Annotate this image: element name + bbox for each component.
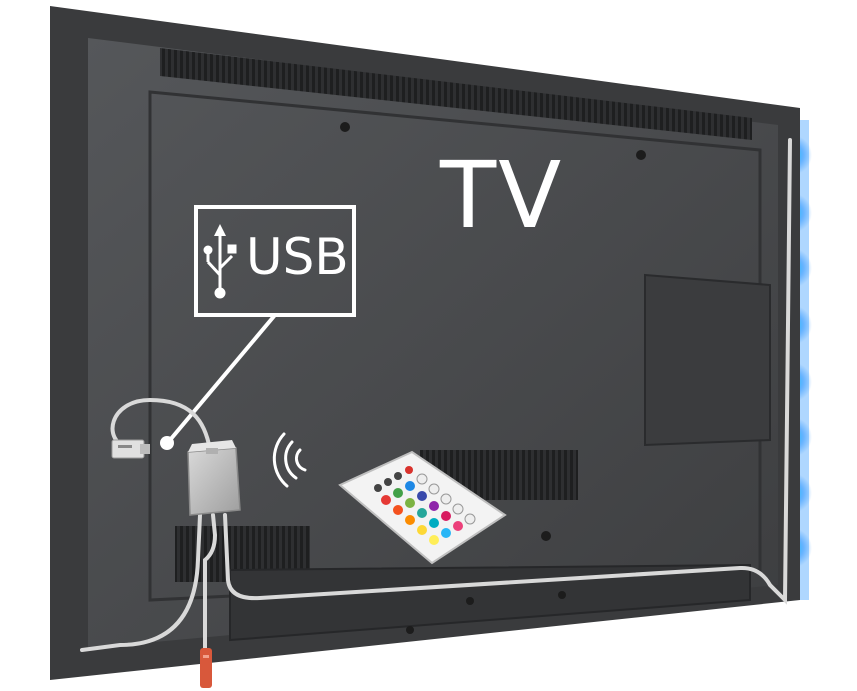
usb-callout (160, 205, 356, 450)
wifi-signal-icon (272, 432, 307, 488)
cables (80, 138, 792, 652)
usb-plug-icon (111, 439, 150, 459)
tv-back-panel (50, 6, 800, 680)
usb-icon (203, 224, 237, 299)
controller-box-icon (187, 440, 241, 516)
red-connector (200, 648, 212, 688)
usb-label: USB (246, 228, 349, 286)
remote-control-icon (338, 450, 507, 565)
tv-label: TV (440, 142, 564, 249)
